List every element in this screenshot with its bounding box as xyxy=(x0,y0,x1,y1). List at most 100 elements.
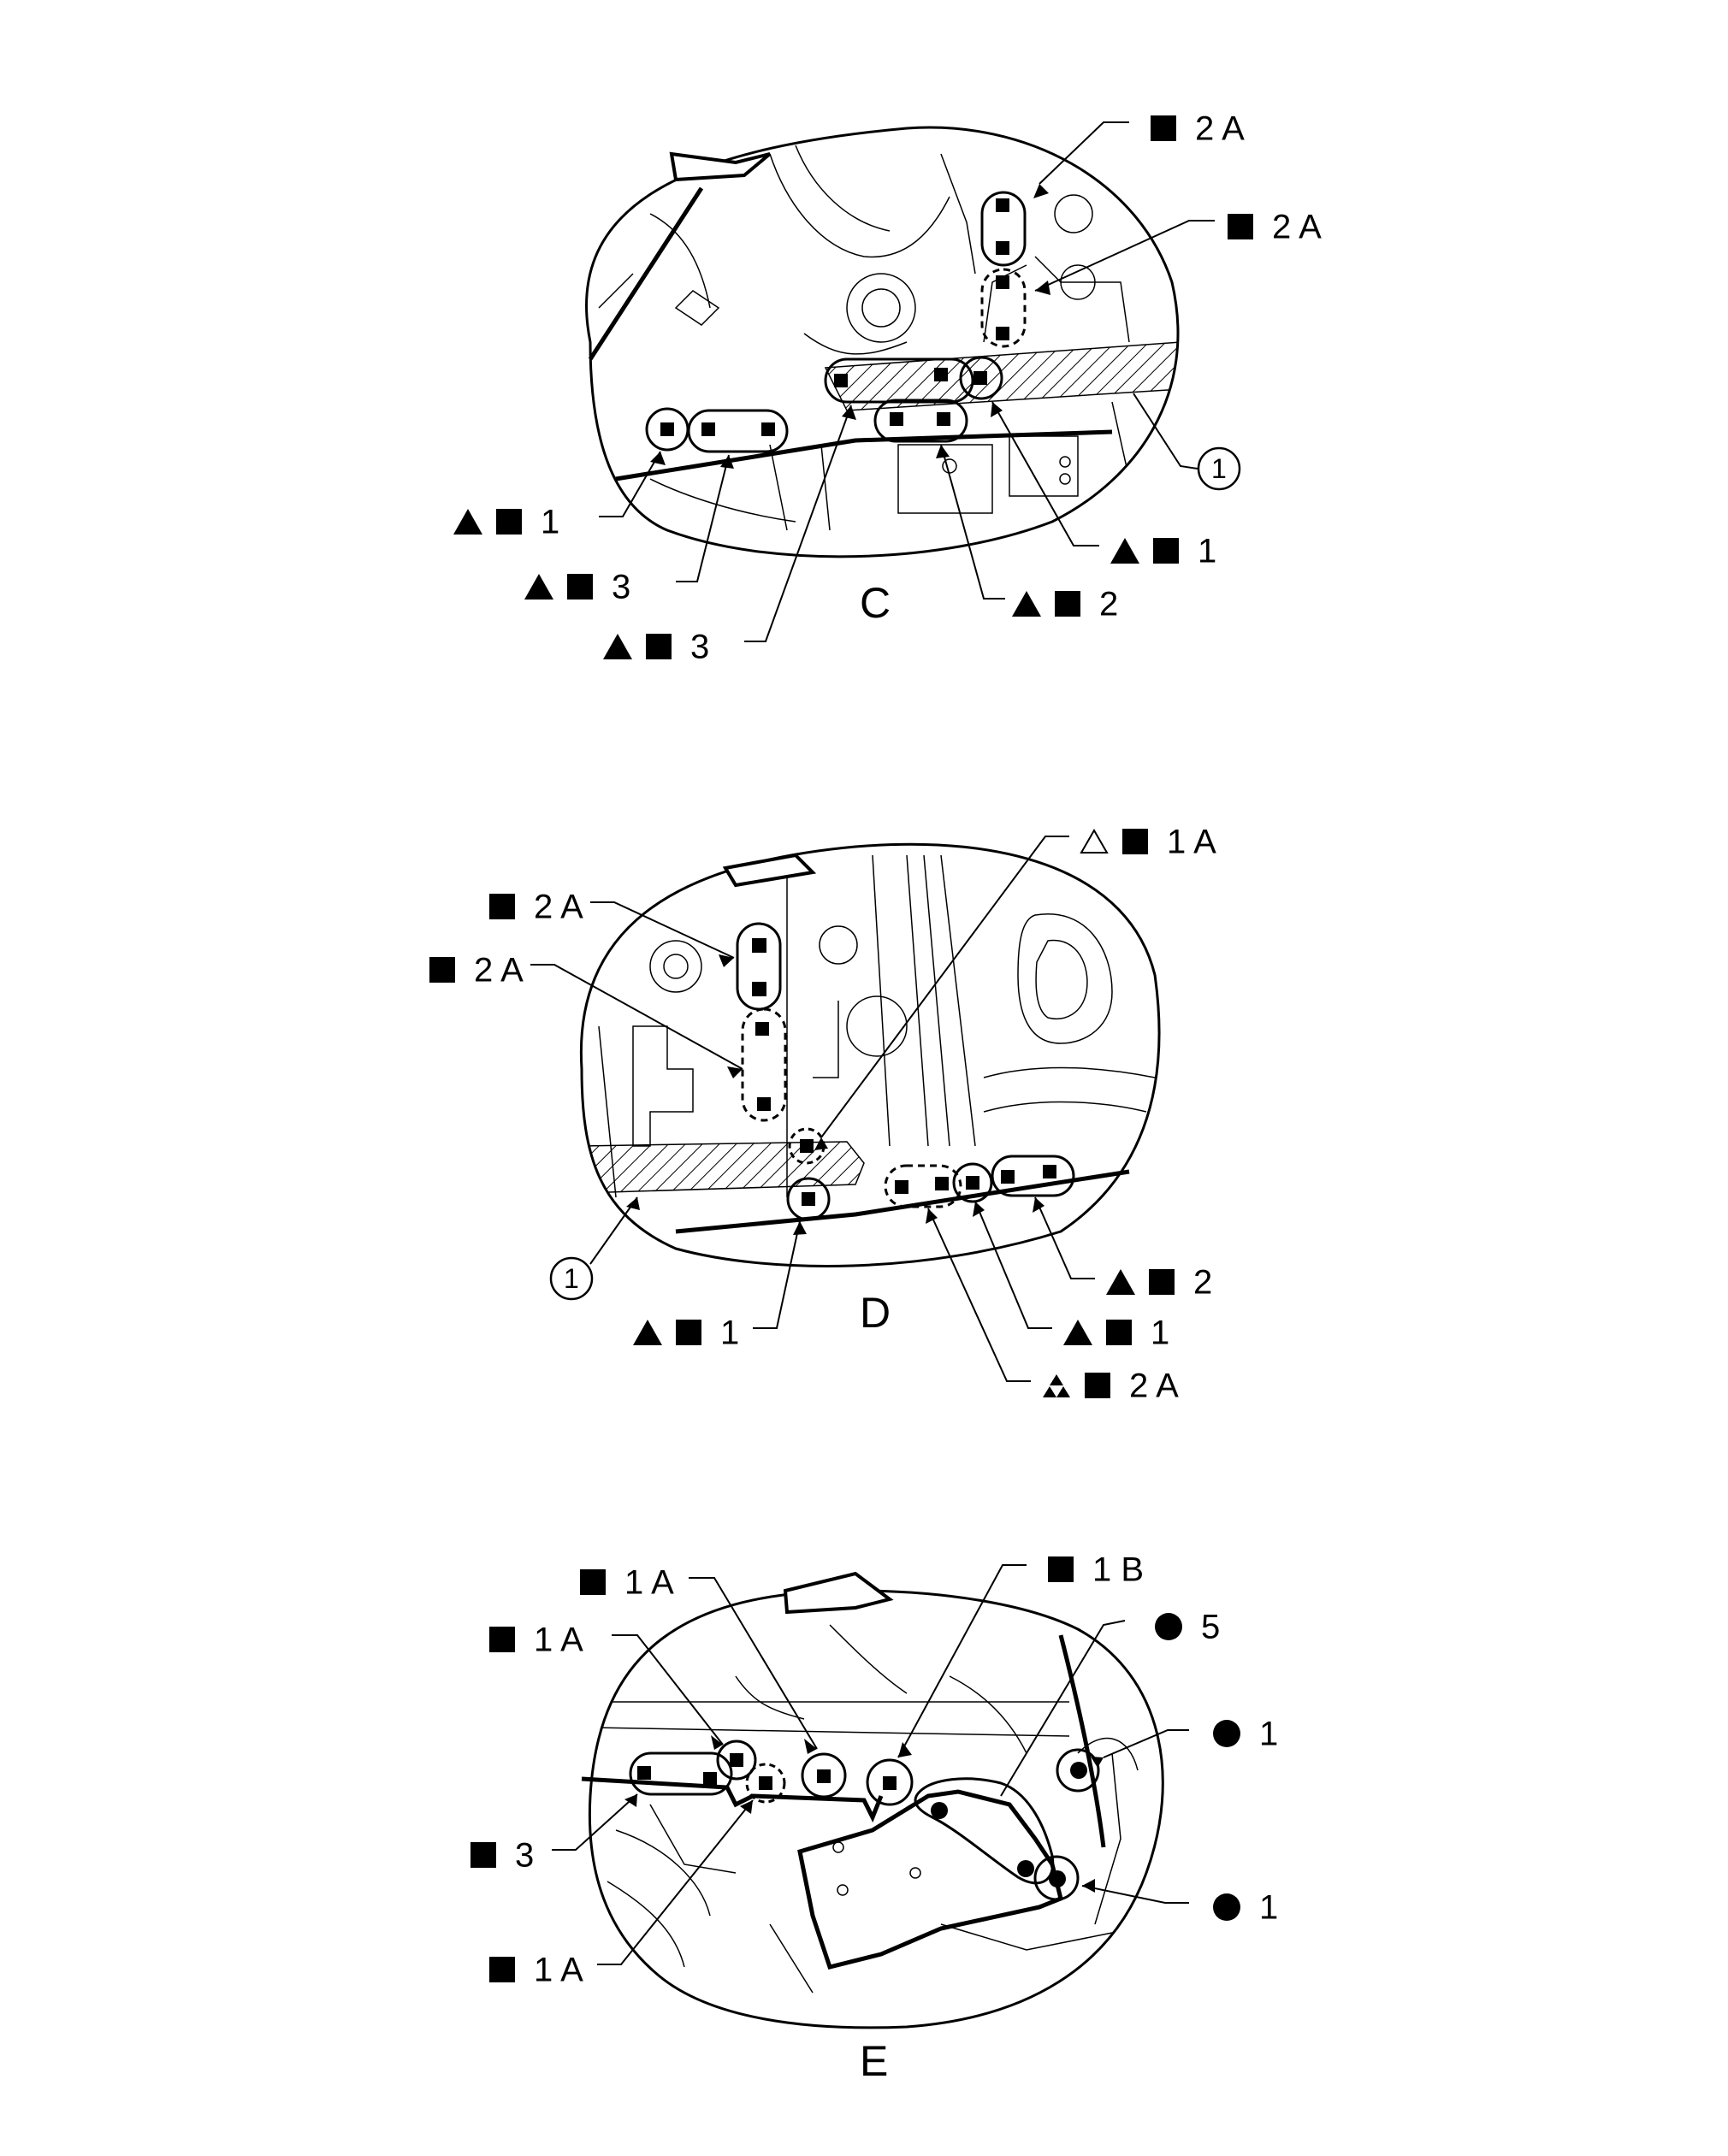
view-e-group-dot-pair xyxy=(914,1777,1055,1885)
square-weld-icon xyxy=(1055,591,1080,617)
square-weld-icon xyxy=(1151,115,1176,142)
callout-e-dot-1-bottom: 1 xyxy=(1213,1888,1278,1924)
view-d-group-dashed-pair xyxy=(884,1164,962,1208)
callout-d-tri-sq-2: 2 xyxy=(1106,1263,1212,1299)
callout-e-1a-left: 1 A xyxy=(489,1621,583,1657)
filled-triangle-icon xyxy=(1110,538,1139,564)
view-c-weld-spots xyxy=(660,198,1009,436)
square-weld-icon xyxy=(1122,829,1148,855)
callout-e-dot-1-top: 1 xyxy=(1213,1715,1278,1751)
square-weld-icon xyxy=(489,1957,515,1983)
view-d-group-right-pair xyxy=(991,1155,1075,1197)
filled-triangle-icon xyxy=(1106,1269,1135,1296)
callout-c-2a-mid: 2 A xyxy=(1228,208,1322,244)
filled-triangle-icon xyxy=(453,509,482,535)
view-d-hatched-area xyxy=(581,1141,865,1194)
view-e-group-single-1b xyxy=(866,1758,914,1806)
view-d-group-single-left xyxy=(786,1177,831,1221)
view-d-body-lines xyxy=(598,854,1156,1198)
view-d-bold-edge-bottom xyxy=(675,1169,1130,1234)
view-e-leader-lines xyxy=(552,1564,1189,1965)
callout-d-ref1: 1 xyxy=(564,1263,579,1294)
view-e-group-dot-top xyxy=(1056,1748,1100,1793)
filled-triangle-icon xyxy=(633,1320,662,1346)
view-e-body-lines xyxy=(589,1624,1139,1994)
square-weld-icon xyxy=(1106,1320,1132,1346)
square-weld-icon xyxy=(470,1842,496,1869)
callout-c-ref1: 1 xyxy=(1211,453,1227,484)
view-e-detail xyxy=(552,1564,1189,2029)
view-e-group-dashed-1a xyxy=(745,1763,786,1804)
callout-c-2a-top: 2 A xyxy=(1151,109,1245,145)
view-label-d: D xyxy=(860,1289,891,1337)
view-c-hatched-area xyxy=(824,341,1179,411)
view-c-leader-lines xyxy=(599,121,1215,642)
view-c-group-solid-2a xyxy=(980,191,1027,267)
view-c-group-hatched xyxy=(824,357,974,404)
open-triangle-icon xyxy=(1080,829,1109,854)
view-c-detail xyxy=(585,121,1241,642)
callout-d-2a-mid: 2 A xyxy=(429,951,524,987)
square-weld-icon xyxy=(1228,214,1253,240)
square-weld-icon xyxy=(646,634,672,660)
callout-c-tri-sq-3-a: 3 xyxy=(524,568,630,604)
square-weld-icon xyxy=(496,509,522,535)
view-e-bold-edge-left xyxy=(581,1776,884,1823)
view-d-leader-lines xyxy=(530,836,1095,1382)
view-c-group-single-right xyxy=(959,356,1003,400)
square-weld-icon xyxy=(489,1627,515,1653)
view-e-group-single-1a xyxy=(716,1740,757,1781)
square-weld-icon xyxy=(489,894,515,920)
view-c-leader-arrowheads xyxy=(650,184,1050,469)
view-e-group-single-1a-right xyxy=(801,1752,847,1799)
view-c-bold-edge-bottom xyxy=(615,429,1113,481)
view-e-spot-dots xyxy=(931,1762,1087,1887)
square-weld-icon xyxy=(676,1320,701,1346)
view-d-front-arrow xyxy=(722,853,817,888)
callout-d-open-tri-sq-1a: 1 A xyxy=(1080,823,1216,859)
callout-d-tri-sq-1-left: 1 xyxy=(633,1314,739,1350)
square-weld-icon xyxy=(567,574,593,600)
square-weld-icon xyxy=(1085,1373,1110,1399)
view-d-weld-spots xyxy=(752,938,1056,1206)
view-e-group-pair-3 xyxy=(629,1751,733,1796)
view-c-front-arrow xyxy=(669,151,772,182)
view-e-group-dot-bottom xyxy=(1033,1855,1080,1901)
view-label-e: E xyxy=(860,2037,889,2085)
callout-e-3: 3 xyxy=(470,1836,534,1872)
view-label-c: C xyxy=(860,579,891,627)
view-e-leader-arrowheads xyxy=(624,1735,1104,1893)
view-e-weld-spots xyxy=(637,1753,897,1790)
square-weld-icon xyxy=(429,957,455,983)
callout-d-multi-tri-sq-2a: 2 A xyxy=(1042,1367,1179,1403)
callout-e-1a-bottom: 1 A xyxy=(489,1951,583,1987)
filled-triangle-icon xyxy=(603,634,632,660)
view-d-group-single-mid xyxy=(952,1162,993,1203)
view-c-group-left-pair xyxy=(687,409,789,453)
square-weld-icon xyxy=(1149,1269,1175,1296)
filled-triangle-icon xyxy=(524,574,553,600)
view-d-detail xyxy=(530,836,1161,1382)
filled-circle-icon xyxy=(1155,1613,1182,1641)
callout-c-tri-sq-1-right: 1 xyxy=(1110,532,1216,568)
view-c-ref-circle xyxy=(1197,446,1241,491)
square-weld-icon xyxy=(580,1569,606,1596)
view-e-front-arrow xyxy=(783,1571,894,1615)
view-d-group-dashed-2a xyxy=(741,1007,787,1122)
view-e-bold-edge-right xyxy=(1058,1634,1106,1848)
view-d-leader-arrowheads xyxy=(626,954,1044,1235)
view-c-group-bottom-pair xyxy=(873,399,968,443)
callout-e-1b: 1 B xyxy=(1048,1551,1144,1586)
callout-c-tri-sq-3-b: 3 xyxy=(603,628,709,664)
view-d-ref-circle xyxy=(549,1256,594,1301)
callout-d-2a-top: 2 A xyxy=(489,888,583,924)
filled-triangle-icon xyxy=(1012,591,1041,617)
square-weld-icon xyxy=(1153,538,1179,564)
callout-c-tri-sq-2: 2 xyxy=(1012,585,1118,621)
filled-circle-icon xyxy=(1213,1720,1240,1748)
callout-e-1a-top: 1 A xyxy=(580,1563,674,1599)
filled-triangle-icon xyxy=(1063,1320,1092,1346)
filled-circle-icon xyxy=(1213,1893,1240,1922)
